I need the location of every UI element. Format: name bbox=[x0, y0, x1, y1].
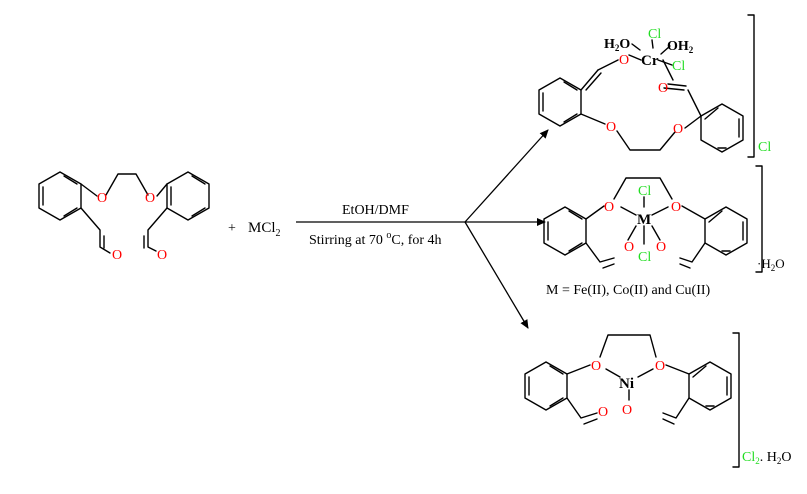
condition-solvent: EtOH/DMF bbox=[342, 203, 409, 218]
metal-identity-note: M = Fe(II), Co(II) and Cu(II) bbox=[546, 283, 711, 298]
nickel-complex bbox=[524, 332, 740, 468]
m-metal-center: M bbox=[637, 212, 651, 228]
ni-o-ether-2: O bbox=[655, 359, 665, 374]
plus-sign: + bbox=[228, 221, 236, 236]
m-counterion-water: ·H2O bbox=[757, 256, 785, 273]
ni-o-aldehyde-1: O bbox=[598, 405, 608, 420]
metal-m-complex bbox=[543, 165, 763, 273]
ligand-o-ether-2: O bbox=[145, 191, 155, 206]
cr-metal-center: Cr bbox=[641, 53, 659, 69]
cr-o-aldehyde-2: O bbox=[658, 81, 668, 96]
cr-o-ether-2: O bbox=[673, 122, 683, 137]
ni-counterion: Cl2. H2O bbox=[742, 450, 791, 466]
m-o-ether-2: O bbox=[671, 200, 681, 215]
m-o-aldehyde-1: O bbox=[624, 240, 634, 255]
ni-o-ether-1: O bbox=[591, 359, 601, 374]
metal-salt: MCl2 bbox=[248, 220, 281, 239]
m-o-aldehyde-2: O bbox=[656, 240, 666, 255]
m-chloride-2: Cl bbox=[638, 250, 651, 265]
ligand-o-ether-1: O bbox=[97, 191, 107, 206]
m-chloride-1: Cl bbox=[638, 184, 651, 199]
cr-chloride-1: Cl bbox=[648, 27, 661, 42]
ni-o-aldehyde-2: O bbox=[622, 403, 632, 418]
ligand-o-aldehyde-2: O bbox=[157, 248, 167, 263]
cr-o-ether-1: O bbox=[606, 120, 616, 135]
m-o-ether-1: O bbox=[604, 200, 614, 215]
condition-temperature-time: Stirring at 70 oC, for 4h bbox=[309, 230, 442, 248]
cr-o-aldehyde-1: O bbox=[619, 53, 629, 68]
reaction-arrows bbox=[296, 129, 549, 329]
cr-chloride-2: Cl bbox=[672, 59, 685, 74]
ligand-structure bbox=[38, 171, 210, 254]
cr-water-ligand-1: H2O bbox=[604, 37, 630, 53]
ni-metal-center: Ni bbox=[619, 376, 634, 392]
cr-counterion: Cl bbox=[758, 140, 771, 155]
cr-water-ligand-2: OH2 bbox=[667, 39, 694, 55]
chromium-complex bbox=[538, 14, 755, 158]
ligand-o-aldehyde-1: O bbox=[112, 248, 122, 263]
